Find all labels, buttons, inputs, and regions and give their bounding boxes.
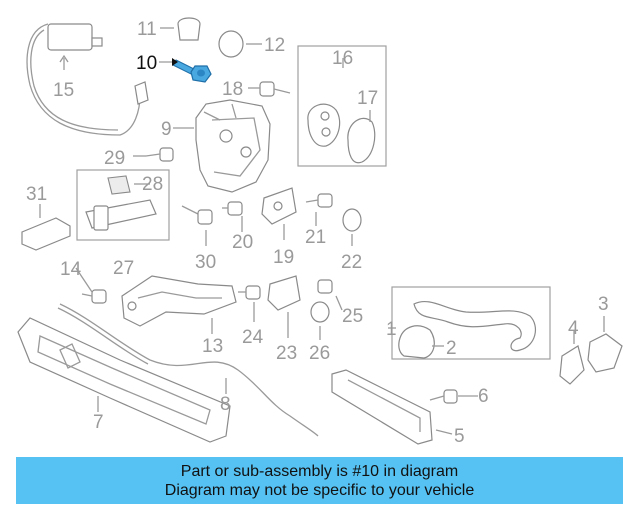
- part-31-lock-cylinder[interactable]: [21, 217, 71, 251]
- callout-17[interactable]: 17: [357, 88, 378, 109]
- callout-19[interactable]: 19: [273, 247, 294, 268]
- callout-3[interactable]: 3: [598, 294, 609, 315]
- part-16-striker-plate[interactable]: [307, 103, 341, 147]
- part-6-bolt[interactable]: [429, 389, 458, 404]
- group-box-16: [297, 45, 387, 167]
- part-29-bolt[interactable]: [145, 147, 174, 162]
- part-2-handle-cover[interactable]: [398, 325, 435, 359]
- callout-4[interactable]: 4: [568, 318, 579, 339]
- callout-labels: 1 2 3 4 5 6 7 8 9 10 11 12 13 14 15 16 1…: [26, 19, 609, 447]
- part-13-handle-bracket[interactable]: [121, 275, 237, 327]
- group-box-27: [76, 169, 170, 241]
- part-17-cover[interactable]: [347, 117, 376, 164]
- part-26-bushing[interactable]: [310, 301, 330, 323]
- callout-6[interactable]: 6: [478, 386, 489, 407]
- callout-31[interactable]: 31: [26, 184, 47, 205]
- part-8-cable[interactable]: [57, 303, 319, 437]
- callout-7[interactable]: 7: [93, 412, 104, 433]
- part-7-trim-panel[interactable]: [17, 317, 231, 443]
- part-20-bolt[interactable]: [222, 201, 243, 216]
- banner-line-2: Diagram may not be specific to your vehi…: [164, 481, 475, 499]
- part-19-bracket[interactable]: [261, 187, 297, 225]
- callout-25[interactable]: 25: [342, 306, 363, 327]
- part-4-gasket[interactable]: [559, 345, 585, 385]
- callout-11[interactable]: 11: [137, 19, 157, 40]
- part-21-bolt[interactable]: [305, 193, 333, 208]
- part-28-pad[interactable]: [107, 175, 131, 195]
- callout-28[interactable]: 28: [142, 174, 163, 195]
- part-14-bolt[interactable]: [81, 289, 107, 304]
- part-22-bushing[interactable]: [342, 208, 362, 232]
- callout-23[interactable]: 23: [276, 343, 297, 364]
- callout-29[interactable]: 29: [104, 148, 125, 169]
- part-1-outside-handle[interactable]: [413, 300, 537, 352]
- part-12-plug[interactable]: [218, 30, 244, 58]
- callout-8[interactable]: 8: [220, 394, 231, 415]
- callout-30[interactable]: 30: [195, 252, 216, 273]
- callout-15[interactable]: 15: [53, 80, 74, 101]
- callout-2[interactable]: 2: [446, 338, 457, 359]
- part-11-clip[interactable]: [177, 17, 201, 41]
- part-18-bolt[interactable]: [259, 81, 291, 97]
- banner-line-1: Part or sub-assembly is #10 in diagram: [180, 462, 459, 480]
- part-27-link-assembly[interactable]: [85, 199, 157, 231]
- part-25-bolt[interactable]: [317, 279, 333, 294]
- callout-24[interactable]: 24: [242, 327, 264, 348]
- callout-26[interactable]: 26: [309, 343, 330, 364]
- part-5-handle-frame[interactable]: [331, 369, 433, 445]
- callout-13[interactable]: 13: [202, 336, 223, 357]
- leader-lines: [39, 27, 605, 435]
- callout-5[interactable]: 5: [454, 426, 465, 447]
- callout-12[interactable]: 12: [264, 35, 285, 56]
- callout-9[interactable]: 9: [161, 119, 172, 140]
- part-3-cap[interactable]: [587, 333, 623, 373]
- callout-1[interactable]: 1: [386, 319, 397, 340]
- callout-20[interactable]: 20: [232, 232, 253, 253]
- part-15-rod-cable[interactable]: [26, 23, 149, 136]
- callout-16[interactable]: 16: [332, 48, 353, 69]
- callout-18[interactable]: 18: [222, 79, 243, 100]
- callout-22[interactable]: 22: [341, 252, 362, 273]
- part-23-bracket[interactable]: [267, 275, 301, 311]
- exploded-parts-diagram: 1 2 3 4 5 6 7 8 9 10 11 12 13 14 15 16 1…: [17, 17, 623, 447]
- callout-14[interactable]: 14: [60, 259, 82, 280]
- callout-27[interactable]: 27: [113, 258, 134, 279]
- part-info-banner: Part or sub-assembly is #10 in diagram D…: [16, 457, 623, 504]
- group-box-1: [391, 286, 551, 360]
- callout-21[interactable]: 21: [305, 227, 326, 248]
- part-10-bolt[interactable]: [172, 59, 212, 83]
- callout-10[interactable]: 10: [136, 53, 157, 74]
- part-24-bolt[interactable]: [238, 285, 261, 300]
- part-30-bolt[interactable]: [181, 205, 213, 225]
- part-9-latch-assembly[interactable]: [195, 99, 271, 193]
